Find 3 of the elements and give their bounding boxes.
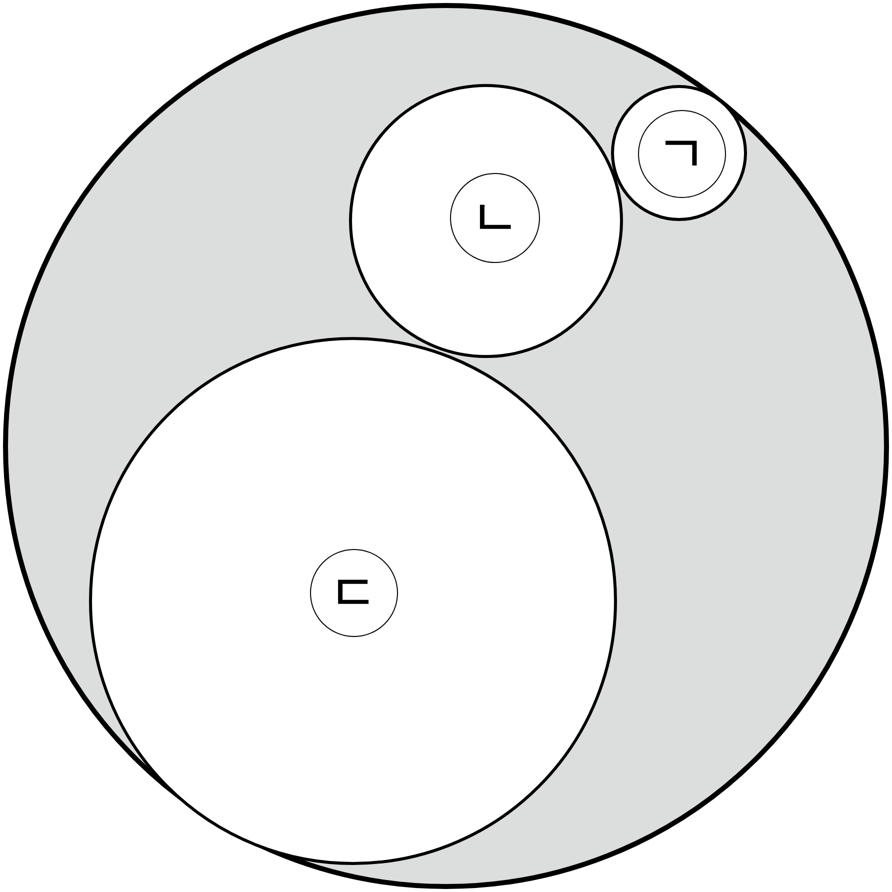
korean-letter: ㄷ <box>330 569 378 617</box>
korean-letter: ㄱ <box>658 130 706 178</box>
korean-letter: ㄴ <box>471 194 519 242</box>
